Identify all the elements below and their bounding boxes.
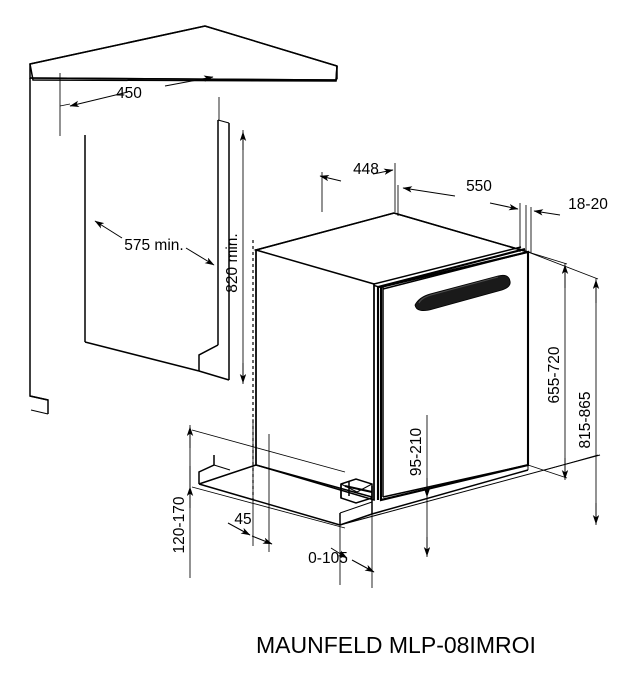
dimension-label-0-105: 0-105 xyxy=(308,550,348,567)
dimension-655-720: 655-720 xyxy=(527,251,569,480)
dimension-label-18-20: 18-20 xyxy=(568,196,608,213)
dishwasher-body-group xyxy=(253,212,531,502)
dimension-label-550: 550 xyxy=(466,178,492,195)
dimension-575-min: 575 min. xyxy=(94,220,215,266)
dimension-label-815-865: 815-865 xyxy=(577,392,594,449)
dimension-label-575: 575 min. xyxy=(124,237,183,254)
niche-plinth-cutout xyxy=(198,455,231,484)
dimension-label-820: 820 min. xyxy=(224,233,241,292)
dimension-815-865: 815-865 xyxy=(527,251,600,525)
dimension-0-105: 0-105 xyxy=(308,514,375,588)
dimension-550: 550 xyxy=(397,178,521,252)
dimension-label-655-720: 655-720 xyxy=(546,346,563,403)
dimension-label-95-210: 95-210 xyxy=(408,427,425,476)
dimension-820-min: 820 min. xyxy=(224,130,247,384)
dimension-448: 448 xyxy=(319,161,396,212)
dimension-18-20: 18-20 xyxy=(525,196,608,253)
cabinet-niche-group xyxy=(29,78,230,415)
dimension-95-210: 95-210 xyxy=(408,415,431,557)
dimension-label-45: 45 xyxy=(234,511,251,528)
dimension-label-120-170: 120-170 xyxy=(171,496,188,553)
countertop-group xyxy=(29,25,338,82)
dimension-45: 45 xyxy=(227,419,273,552)
adjustable-foot-detail xyxy=(340,478,373,504)
dimension-label-448: 448 xyxy=(353,161,379,178)
model-title: MAUNFELD MLP-08IMROI xyxy=(256,632,536,658)
dimension-450: 450 xyxy=(59,73,220,136)
door-handle[interactable] xyxy=(414,274,511,312)
dimension-label-450: 450 xyxy=(116,85,142,102)
dimension-120-170: 120-170 xyxy=(171,425,346,578)
